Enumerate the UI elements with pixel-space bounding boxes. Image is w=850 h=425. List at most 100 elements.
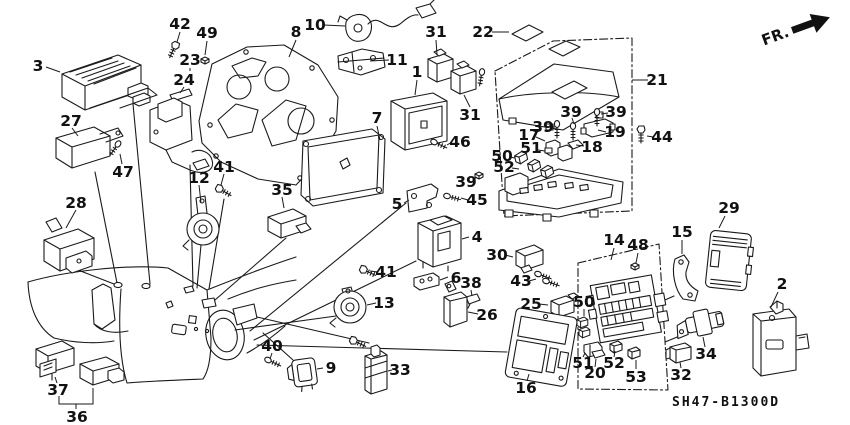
fr-label: FR. xyxy=(759,23,791,49)
part-18-clip xyxy=(567,139,584,150)
callout-34: 34 xyxy=(695,345,717,363)
callout-13: 13 xyxy=(373,294,395,312)
callout-49: 49 xyxy=(196,24,218,42)
callout-7: 7 xyxy=(372,109,383,127)
leader-line-18 xyxy=(575,144,585,147)
callout-31: 31 xyxy=(459,106,481,124)
leader-line-45 xyxy=(460,197,469,201)
part-4-control-unit xyxy=(417,215,462,272)
part-16-panel xyxy=(504,307,578,387)
leader-line-24 xyxy=(179,86,185,94)
part-9-switch xyxy=(286,357,318,393)
leader-line-51 xyxy=(537,149,546,152)
callout-12: 12 xyxy=(188,169,210,187)
callout-36: 36 xyxy=(66,408,88,425)
callout-22: 22 xyxy=(472,23,494,41)
part-14-interior-fusebox xyxy=(585,274,670,344)
part-29-control-unit xyxy=(705,230,754,292)
interior-fusebox-group-border xyxy=(577,243,669,391)
relay-screw xyxy=(476,67,486,87)
part-19-bracket xyxy=(580,118,616,138)
part-6-clip xyxy=(413,272,440,291)
part-45-screw xyxy=(442,192,462,203)
leader-line-9 xyxy=(316,367,324,370)
callout-29: 29 xyxy=(718,199,740,217)
part-40-screw xyxy=(263,355,283,369)
leader-line-7 xyxy=(376,125,381,141)
leader-line-10 xyxy=(323,24,346,27)
callout-41: 41 xyxy=(375,263,397,281)
part-22-sticker xyxy=(511,24,544,42)
leader-line-26 xyxy=(467,311,479,315)
leader-line-52 xyxy=(511,167,520,170)
part-32-relay xyxy=(665,342,692,364)
leader-line-2 xyxy=(770,291,779,308)
leader-line-14 xyxy=(610,247,615,261)
leader-line-33 xyxy=(387,369,393,372)
callout-23: 23 xyxy=(179,51,201,69)
part-41-bolt xyxy=(213,182,234,200)
leader-line-1 xyxy=(414,79,418,96)
part-21-fusebox-cover xyxy=(498,40,620,131)
leader-line-8 xyxy=(288,39,297,58)
callout-50: 50 xyxy=(491,147,513,165)
callout-48: 48 xyxy=(627,236,649,254)
callout-28: 28 xyxy=(65,194,87,212)
callout-17: 17 xyxy=(518,126,540,144)
leader-line-39 xyxy=(600,112,609,115)
callout-39: 39 xyxy=(455,173,477,191)
callout-4: 4 xyxy=(472,228,483,246)
leader-line-28 xyxy=(65,209,77,229)
callout-20: 20 xyxy=(584,364,606,382)
callout-5: 5 xyxy=(392,195,403,213)
callout-35: 35 xyxy=(271,181,293,199)
callout-14: 14 xyxy=(603,231,625,249)
leader-line-31 xyxy=(463,94,471,108)
callout-46: 46 xyxy=(449,133,471,151)
callout-3: 3 xyxy=(33,57,44,75)
callout-51: 51 xyxy=(572,354,594,372)
leader-line-11 xyxy=(369,59,390,62)
leader-line-3 xyxy=(45,66,61,73)
callout-6: 6 xyxy=(451,269,462,287)
part-2-unit xyxy=(752,300,810,377)
callout-11: 11 xyxy=(386,51,408,69)
callout-45: 45 xyxy=(466,191,488,209)
callout-33: 33 xyxy=(389,361,411,379)
fr-arrow-icon xyxy=(790,14,830,34)
leader-line-40 xyxy=(269,352,273,360)
part-48-nut xyxy=(630,262,640,271)
leader-line-52 xyxy=(613,350,616,358)
part-23-24-relay-bracket xyxy=(149,88,214,173)
part-31-relay-a xyxy=(427,48,454,83)
callout-50: 50 xyxy=(573,293,595,311)
callout-47: 47 xyxy=(112,163,134,181)
leader-line-31 xyxy=(435,39,438,56)
part-51-20-clip xyxy=(583,341,606,359)
callout-42: 42 xyxy=(169,15,191,33)
leader-line-25 xyxy=(538,303,549,306)
callout-24: 24 xyxy=(173,71,195,89)
part-30-relay xyxy=(515,244,544,274)
part-15-bracket xyxy=(672,254,699,302)
callout-31: 31 xyxy=(425,23,447,41)
callout-16: 16 xyxy=(515,379,537,397)
part-53-clip xyxy=(627,346,641,360)
part-36-relay xyxy=(79,356,125,386)
part-31-relay-b xyxy=(450,60,477,95)
leader-line-5 xyxy=(403,199,410,204)
leader-line-19 xyxy=(597,129,607,133)
callout-39: 39 xyxy=(532,118,554,136)
part-3-control-unit xyxy=(61,54,158,111)
callout-40: 40 xyxy=(261,337,283,355)
callout-52: 52 xyxy=(603,354,625,372)
part-25-relay xyxy=(550,292,579,318)
leader-line-32 xyxy=(679,361,682,369)
callout-9: 9 xyxy=(326,359,337,377)
headlight-area xyxy=(232,303,258,326)
part-17-relays xyxy=(544,139,573,162)
callout-27: 27 xyxy=(60,112,82,130)
part-1-control-unit xyxy=(390,92,448,151)
part-26-relay xyxy=(443,280,468,328)
